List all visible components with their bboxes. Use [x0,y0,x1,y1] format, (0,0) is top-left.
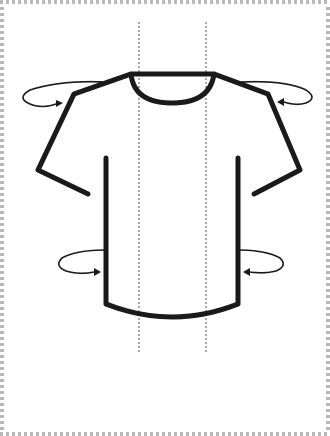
tshirt-right-sleeve [214,74,300,194]
tshirt-collar [131,74,214,103]
arrowhead-top-left [56,100,63,107]
arrowhead-bottom-left [94,268,101,276]
tshirt-left-sleeve [38,74,131,194]
tshirt-body [106,158,238,317]
rotate-arrow-bottom-right [238,250,283,273]
tshirt-icon [38,74,300,317]
arrowhead-bottom-right [243,268,250,276]
rotate-arrow-bottom-left [59,250,106,273]
arrowhead-top-right [277,98,284,106]
